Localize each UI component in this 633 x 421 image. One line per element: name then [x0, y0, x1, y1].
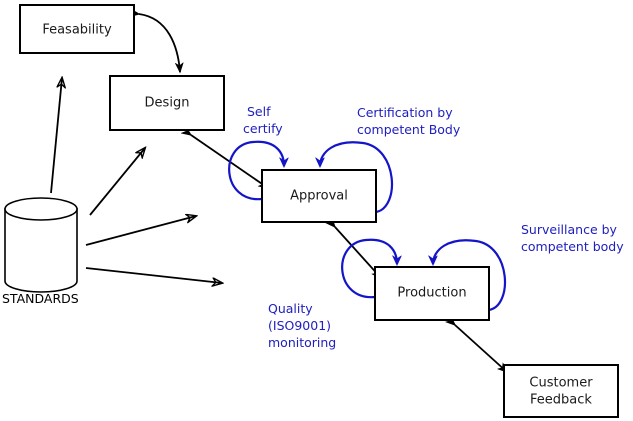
feasability-label: Feasability: [42, 23, 112, 38]
self-certify-line2: certify: [243, 121, 283, 136]
design-label: Design: [145, 96, 190, 111]
edge-approval-to-production: [335, 227, 381, 278]
edge-production-to-customer-feedback: [455, 325, 507, 372]
surveillance-line1: Surveillance by: [521, 222, 618, 237]
node-approval[interactable]: Approval: [261, 169, 377, 223]
edge-standards-to-design: [89, 148, 145, 216]
certification-line2: competent Body: [357, 122, 461, 137]
certification-line1: Certification by: [357, 105, 453, 120]
standards-cylinder-body: [4, 208, 78, 293]
loop-approval-certification: [320, 141, 394, 214]
node-production[interactable]: Production: [374, 266, 490, 321]
loop-production-quality: [341, 238, 397, 299]
edge-standards-to-approval: [85, 216, 196, 246]
standards-label: STANDARDS: [2, 291, 79, 306]
production-label: Production: [397, 286, 466, 301]
customer-feedback-label-line1: Customer: [529, 376, 593, 391]
customer-feedback-box: [503, 364, 619, 418]
surveillance-line2: competent body: [521, 239, 624, 254]
feasability-box: [19, 4, 135, 54]
approval-label: Approval: [290, 189, 348, 204]
customer-feedback-label-line2: Feedback: [530, 393, 592, 408]
node-customer-feedback[interactable]: Customer Feedback: [503, 364, 619, 418]
production-box: [374, 266, 490, 321]
edge-design-to-feasability: [139, 14, 180, 72]
approval-box: [261, 169, 377, 223]
quality-line2: (ISO9001): [268, 318, 331, 333]
standards-cylinder-top: [4, 197, 78, 221]
quality-line3: monitoring: [268, 335, 336, 350]
annotation-quality-iso9001-monitoring: Quality (ISO9001) monitoring: [268, 301, 336, 350]
annotation-surveillance-by-competent-body: Surveillance by competent body: [521, 222, 624, 254]
node-standards[interactable]: STANDARDS: [2, 197, 79, 306]
loop-approval-self-certify: [228, 140, 284, 201]
loop-production-surveillance: [433, 239, 507, 312]
annotation-self-certify: Self certify: [243, 104, 283, 136]
node-feasability[interactable]: Feasability: [19, 4, 135, 54]
edge-standards-to-production: [85, 267, 222, 283]
design-box: [109, 75, 225, 131]
self-certify-line1: Self: [247, 104, 271, 119]
quality-line1: Quality: [268, 301, 313, 316]
annotation-certification-by-competent-body: Certification by competent Body: [357, 105, 461, 137]
node-design[interactable]: Design: [109, 75, 225, 131]
edge-standards-to-feasability: [50, 78, 62, 194]
